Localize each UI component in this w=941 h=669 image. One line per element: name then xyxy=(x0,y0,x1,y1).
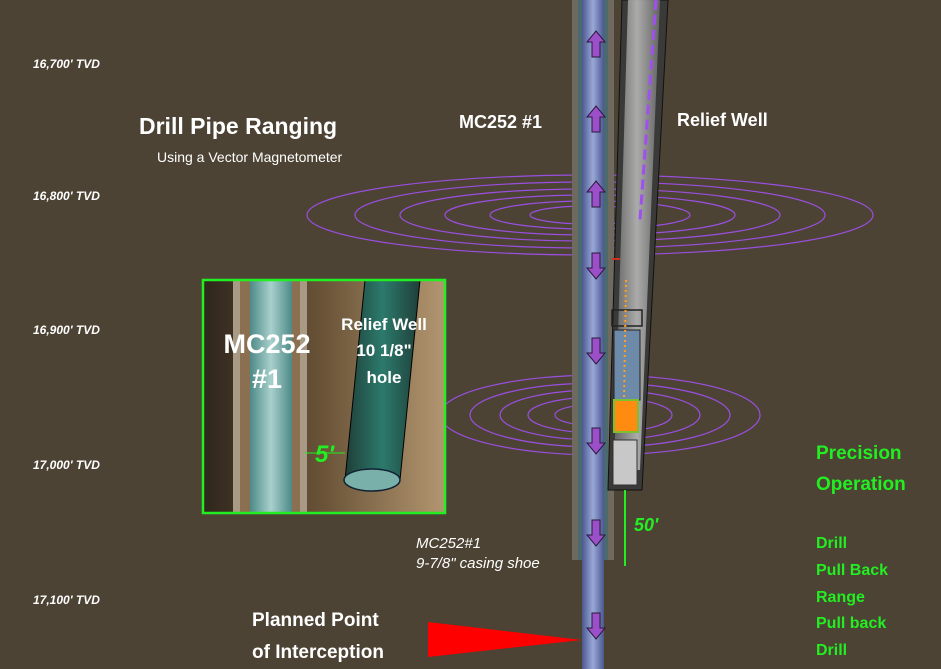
arrow-up-icon xyxy=(585,180,607,208)
drill-bit xyxy=(612,439,638,486)
arrow-up-icon xyxy=(585,105,607,133)
diagram-subtitle: Using a Vector Magnetometer xyxy=(157,149,343,165)
distance-50-label: 50' xyxy=(634,515,659,535)
inset-mc252-label: MC252 xyxy=(223,329,310,359)
ranging-tool xyxy=(611,309,643,327)
step-item: Drill xyxy=(816,642,847,659)
diagram-title: Drill Pipe Ranging xyxy=(139,113,337,139)
step-item: Drill xyxy=(816,535,847,552)
precision-label: Operation xyxy=(816,474,906,495)
inset-relief-hole: hole xyxy=(367,368,402,387)
step-item: Pull back xyxy=(816,615,886,632)
arrow-up-icon xyxy=(585,30,607,58)
arrow-down-icon xyxy=(585,519,607,547)
inset-distance-label: 5' xyxy=(315,441,335,468)
depth-label: 17,100' TVD xyxy=(33,593,100,607)
depth-label: 16,700' TVD xyxy=(33,57,100,71)
inset-mc252-label: #1 xyxy=(252,364,282,394)
precision-label: Precision xyxy=(816,443,902,464)
inset-relief-label: Relief Well xyxy=(341,315,427,334)
casing-shoe-size: 9-7/8" casing shoe xyxy=(416,555,540,572)
mc252-label: MC252 #1 xyxy=(459,112,542,132)
relief-well-label: Relief Well xyxy=(677,110,768,130)
depth-label: 17,000' TVD xyxy=(33,458,100,472)
flow-arrows xyxy=(585,30,607,640)
step-item: Pull Back xyxy=(816,562,888,579)
arrow-down-icon xyxy=(585,337,607,365)
mwd-sub xyxy=(613,399,639,433)
interception-pointer xyxy=(428,622,582,657)
step-item: Range xyxy=(816,589,865,606)
inset-relief-size: 10 1/8" xyxy=(356,341,411,360)
casing-shoe-label: MC252#1 xyxy=(416,535,481,552)
depth-label: 16,800' TVD xyxy=(33,189,100,203)
interception-label: Planned Point xyxy=(252,610,379,631)
mc252-drill-pipe xyxy=(582,0,604,669)
arrow-down-icon xyxy=(585,427,607,455)
depth-label: 16,900' TVD xyxy=(33,323,100,337)
arrow-down-icon xyxy=(585,612,607,640)
interception-label: of Interception xyxy=(252,642,384,663)
arrow-down-icon xyxy=(585,252,607,280)
closeup-inset: MC252 #1 Relief Well 10 1/8" hole 5' xyxy=(201,278,447,515)
